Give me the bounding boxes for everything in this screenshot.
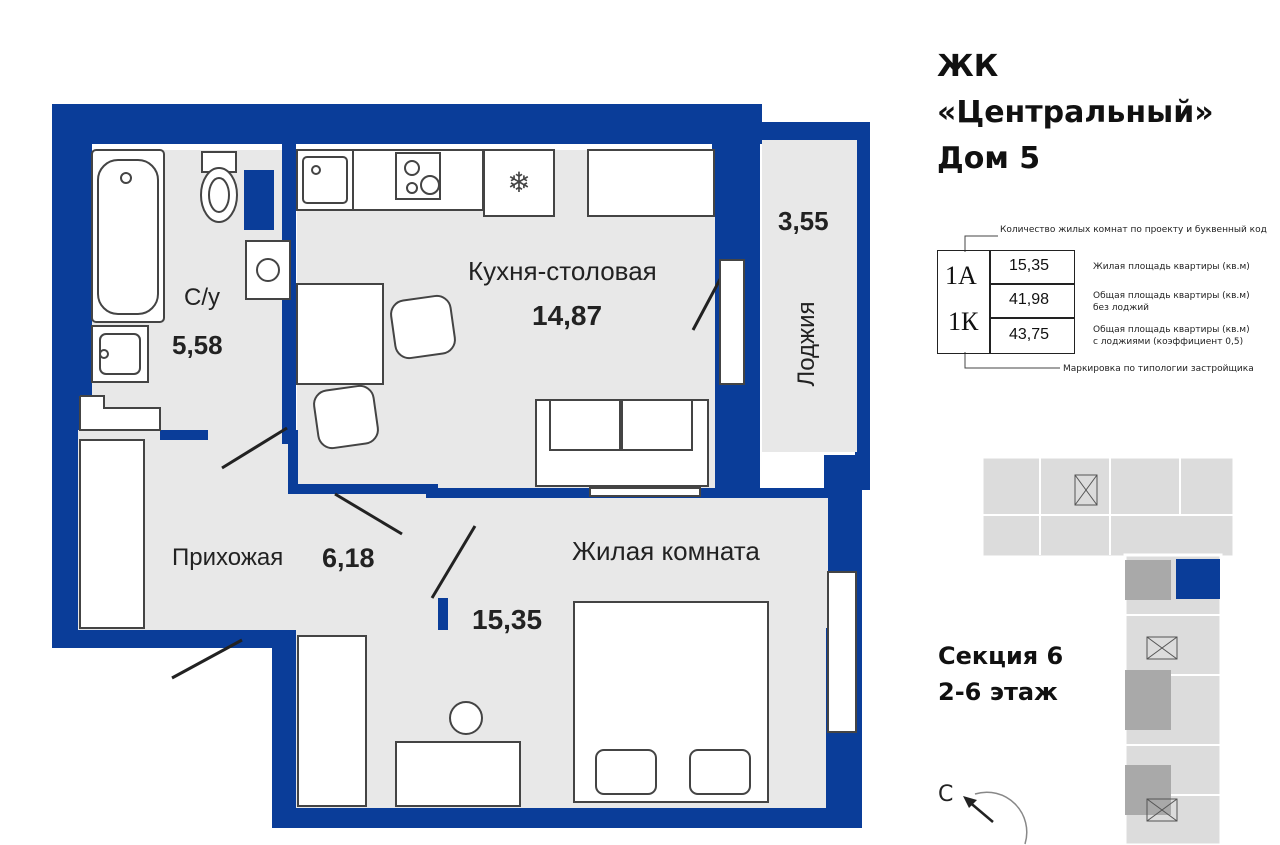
legend-desc-2a: Общая площадь квартиры (кв.м) xyxy=(1093,291,1250,301)
kitchen-counter xyxy=(296,149,715,217)
hallway-name: Прихожая xyxy=(172,544,284,571)
desk xyxy=(395,701,521,807)
bathroom-area: 5,58 xyxy=(172,330,223,360)
compass-icon xyxy=(963,791,1028,845)
legend-code-top: 1А xyxy=(945,261,977,290)
kitchen-table xyxy=(296,283,456,450)
section-label: Секция 6 2-6 этаж xyxy=(938,638,1063,710)
complex-title: ЖК «Центральный» Дом 5 xyxy=(937,44,1214,182)
washing-machine xyxy=(245,240,291,300)
legend-desc-2: Общая площадь квартиры (кв.м) без лоджий xyxy=(1093,290,1250,314)
floor-plan: ❄ xyxy=(52,104,870,828)
section-line-2: 2-6 этаж xyxy=(938,678,1058,706)
hallway-area: 6,18 xyxy=(322,543,375,573)
bath-threshold xyxy=(79,395,161,431)
legend-desc-1: Жилая площадь квартиры (кв.м) xyxy=(1093,262,1250,272)
kitchen-area: 14,87 xyxy=(532,300,603,331)
loggia-name: Лоджия xyxy=(793,301,820,387)
toilet xyxy=(200,151,238,223)
legend-value-1: 15,35 xyxy=(1009,257,1050,274)
section-line-1: Секция 6 xyxy=(938,642,1064,670)
living-name: Жилая комната xyxy=(572,536,760,566)
legend-desc-3b: с лоджиями (коэффициент 0,5) xyxy=(1093,337,1244,347)
legend-desc-3a: Общая площадь квартиры (кв.м) xyxy=(1093,325,1250,335)
title-line-1: ЖК xyxy=(937,49,999,84)
legend-desc-3: Общая площадь квартиры (кв.м) с лоджиями… xyxy=(1093,324,1250,348)
legend-top-note: Количество жилых комнат по проекту и бук… xyxy=(1000,225,1267,235)
title-line-3: Дом 5 xyxy=(937,141,1041,176)
title-line-2: «Центральный» xyxy=(937,95,1214,130)
legend-value-2: 41,98 xyxy=(1009,291,1050,308)
compass-label: С xyxy=(938,782,954,807)
kitchen-name: Кухня-столовая xyxy=(468,256,657,286)
legend-value-3: 43,75 xyxy=(1009,326,1050,343)
kitchen-sofa xyxy=(535,399,709,497)
bathroom-sink xyxy=(91,325,149,383)
legend-desc-1a: Жилая площадь квартиры (кв.м) xyxy=(1093,262,1250,272)
legend-value-box-2: 41,98 xyxy=(990,284,1075,318)
building-key-plan xyxy=(980,455,1236,845)
legend-code-bottom: 1К xyxy=(948,307,979,336)
wardrobe-hall xyxy=(79,439,367,807)
fridge-icon: ❄ xyxy=(507,166,530,199)
bathroom-name: С/у xyxy=(184,284,220,311)
bathtub xyxy=(91,149,165,323)
apartment-highlight xyxy=(1176,559,1220,599)
walls xyxy=(52,104,870,828)
legend-value-box-1: 15,35 xyxy=(990,250,1075,284)
bed xyxy=(573,601,769,803)
legend-desc-2b: без лоджий xyxy=(1093,303,1150,313)
loggia-area: 3,55 xyxy=(778,206,829,236)
legend-code-box: 1А 1К xyxy=(937,250,990,354)
legend-leaders xyxy=(964,235,1060,369)
legend-value-box-3: 43,75 xyxy=(990,318,1075,354)
legend-bottom-note: Маркировка по типологии застройщика xyxy=(1063,364,1254,374)
living-area: 15,35 xyxy=(472,604,543,635)
windows xyxy=(719,259,857,733)
